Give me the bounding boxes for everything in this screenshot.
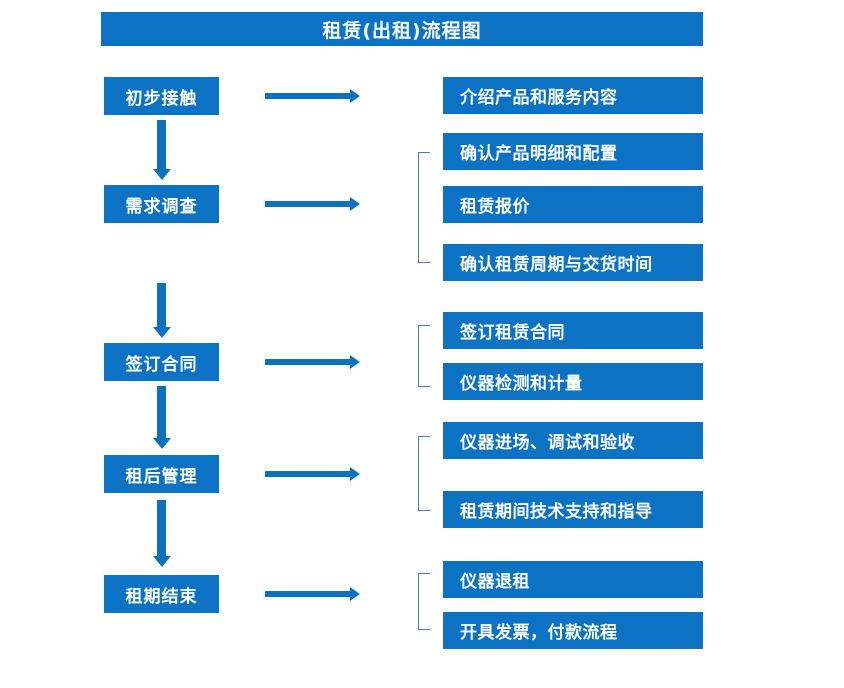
group-bracket-sign-contract: [418, 325, 430, 387]
detail-box-sign-rental-contract[interactable]: 签订租赁合同: [443, 312, 703, 349]
detail-box-invoice-payment[interactable]: 开具发票，付款流程: [443, 612, 703, 649]
detail-box-instrument-return[interactable]: 仪器退租: [443, 561, 703, 598]
flow-arrow-down-1: [157, 120, 166, 170]
group-bracket-demand-survey: [418, 152, 430, 263]
flow-arrow-down-3: [157, 386, 166, 439]
flow-arrow-right-4: [265, 471, 351, 477]
flow-arrow-right-1: [265, 93, 351, 99]
detail-box-technical-support[interactable]: 租赁期间技术支持和指导: [443, 491, 703, 528]
group-bracket-rental-end: [418, 573, 430, 630]
detail-box-instrument-entry-commissioning[interactable]: 仪器进场、调试和验收: [443, 422, 703, 459]
flow-arrow-down-2: [157, 283, 166, 328]
stage-box-sign-contract[interactable]: 签订合同: [104, 343, 219, 381]
stage-box-demand-survey[interactable]: 需求调查: [104, 185, 219, 223]
flow-arrow-down-4: [157, 500, 166, 557]
detail-box-confirm-product-details[interactable]: 确认产品明细和配置: [443, 133, 703, 170]
detail-box-confirm-rental-period[interactable]: 确认租赁周期与交货时间: [443, 244, 703, 281]
detail-box-rental-quotation[interactable]: 租赁报价: [443, 186, 703, 223]
detail-box-introduce-products[interactable]: 介绍产品和服务内容: [443, 77, 703, 114]
group-bracket-post-rental: [418, 436, 430, 511]
flow-arrow-right-2: [265, 201, 351, 207]
flow-arrow-right-3: [265, 359, 351, 365]
diagram-title: 租赁(出租)流程图: [101, 12, 703, 46]
stage-box-post-rental-management[interactable]: 租后管理: [104, 455, 219, 493]
stage-box-initial-contact[interactable]: 初步接触: [104, 77, 219, 115]
detail-box-instrument-inspection[interactable]: 仪器检测和计量: [443, 363, 703, 400]
flow-arrow-right-5: [265, 591, 351, 597]
stage-box-rental-end[interactable]: 租期结束: [104, 575, 219, 613]
